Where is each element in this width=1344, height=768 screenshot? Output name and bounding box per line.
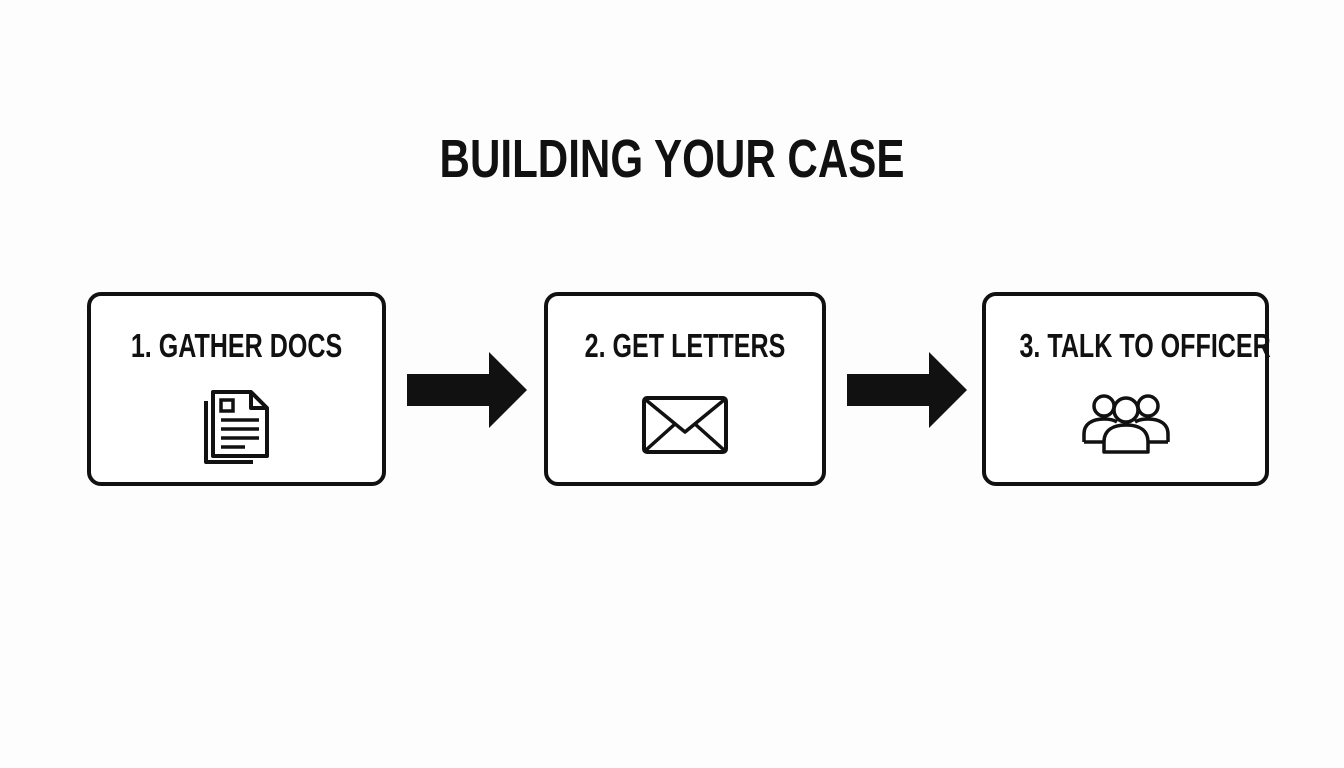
step-box-get-letters: 2. GET LETTERS (544, 292, 826, 486)
right-arrow-icon (407, 352, 527, 428)
envelope-icon (642, 396, 728, 454)
people-group-icon (1081, 394, 1170, 454)
step-box-gather-docs: 1. GATHER DOCS (87, 292, 386, 486)
document-icon (203, 390, 269, 464)
step-label: 1. GATHER DOCS (130, 327, 343, 364)
step-label: 2. GET LETTERS (584, 327, 786, 364)
step-box-talk-to-officer: 3. TALK TO OFFICER (982, 292, 1271, 486)
step-label: 3. TALK TO OFFICER (1019, 327, 1271, 364)
diagram-title: BUILDING YOUR CASE (439, 129, 905, 189)
right-arrow-icon (847, 352, 967, 428)
